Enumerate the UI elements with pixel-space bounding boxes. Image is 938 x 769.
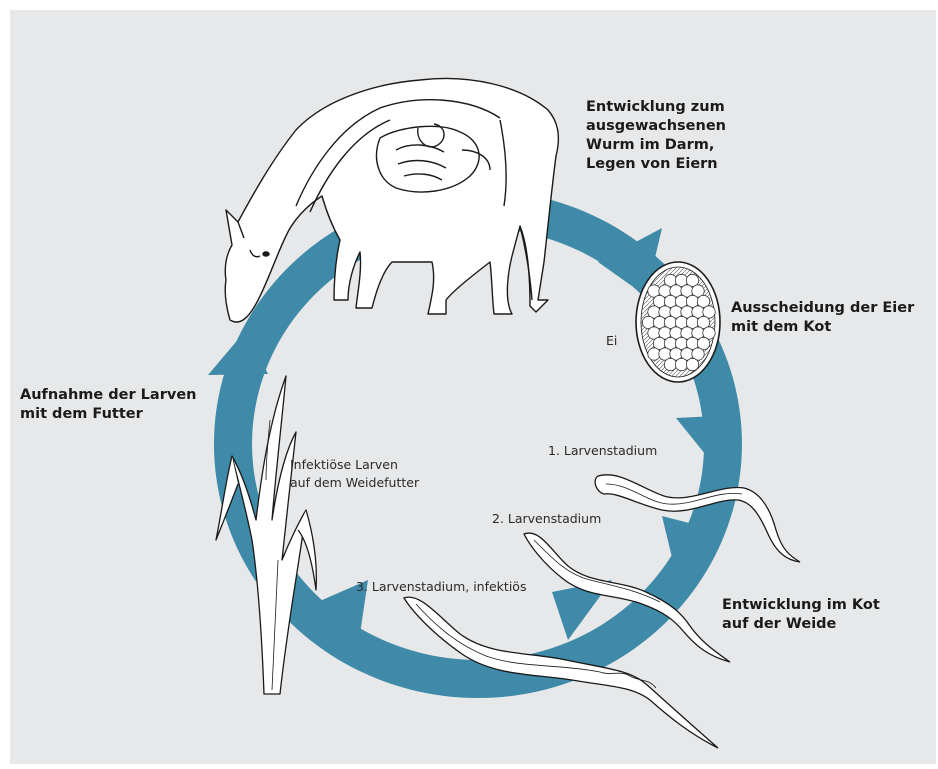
label-ingestion-line2: mit dem Futter <box>20 405 196 424</box>
label-infective-larvae: Infektiöse Larven auf dem Weidefutter <box>290 456 419 492</box>
label-egg-excretion-line2: mit dem Kot <box>731 318 914 337</box>
label-adult-worm-line1: Entwicklung zum <box>586 98 726 117</box>
label-infective-line1: Infektiöse Larven <box>290 456 419 474</box>
label-ingestion-line1: Aufnahme der Larven <box>20 386 196 405</box>
label-stage2: 2. Larvenstadium <box>492 510 601 528</box>
label-development: Entwicklung im Kot auf der Weide <box>722 596 880 634</box>
egg-cell <box>664 358 676 370</box>
label-egg: Ei <box>606 332 617 350</box>
label-adult-worm-line4: Legen von Eiern <box>586 155 726 174</box>
egg-cell <box>686 358 698 370</box>
label-stage3: 3. Larvenstadium, infektiös <box>356 578 526 596</box>
label-adult-worm-line2: ausgewachsenen <box>586 117 726 136</box>
egg-icon <box>636 262 720 382</box>
label-adult-worm: Entwicklung zum ausgewachsenen Wurm im D… <box>586 98 726 174</box>
egg-cell <box>648 348 660 360</box>
label-ingestion: Aufnahme der Larven mit dem Futter <box>20 386 196 424</box>
label-egg-excretion: Ausscheidung der Eier mit dem Kot <box>731 299 914 337</box>
label-development-line1: Entwicklung im Kot <box>722 596 880 615</box>
label-adult-worm-line3: Wurm im Darm, <box>586 136 726 155</box>
label-stage1: 1. Larvenstadium <box>548 442 657 460</box>
egg-cell <box>675 358 687 370</box>
label-infective-line2: auf dem Weidefutter <box>290 474 419 492</box>
label-development-line2: auf der Weide <box>722 615 880 634</box>
label-egg-excretion-line1: Ausscheidung der Eier <box>731 299 914 318</box>
